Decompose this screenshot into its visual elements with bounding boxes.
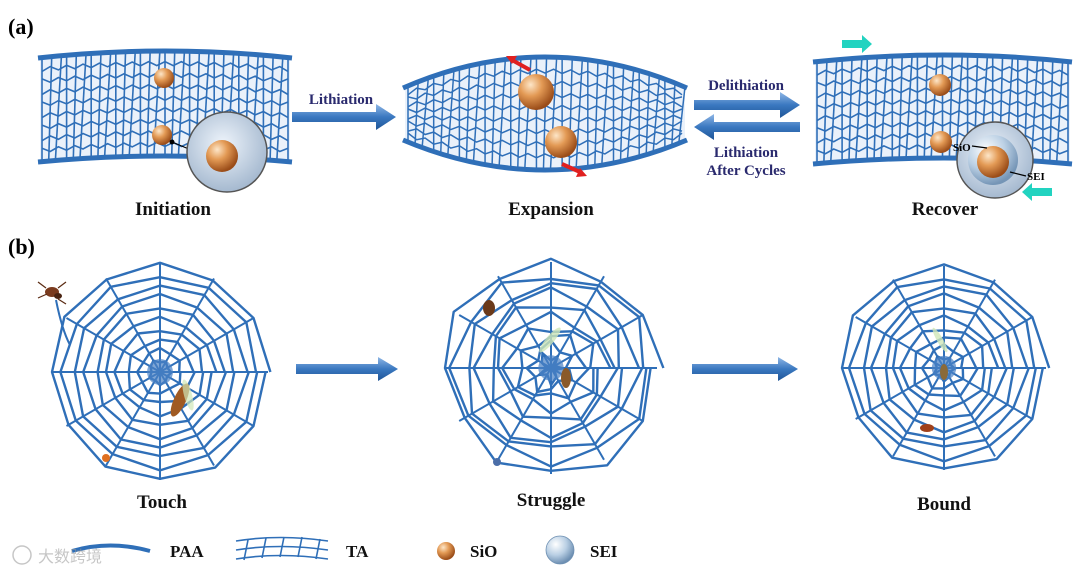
sio-particle-expanded [545, 126, 577, 158]
legend-label-paa: PAA [170, 542, 204, 561]
arrow-label-lithiation-after-cycles-2: After Cycles [706, 163, 785, 179]
lithiation-arrow [292, 104, 396, 130]
stage-label-touch: Touch [137, 492, 187, 513]
ladybug-icon [102, 454, 110, 462]
lithiation-after-cycles-arrow [694, 114, 800, 140]
spider-web-touch [50, 261, 272, 480]
insect-icon [170, 379, 194, 417]
arrow-label-lithiation-after-cycles-1: Lithiation [714, 145, 779, 161]
sio-particle [154, 68, 174, 88]
legend-label-sei: SEI [590, 542, 618, 561]
stage-label-struggle: Struggle [517, 490, 586, 511]
insect-icon [920, 327, 948, 432]
spider-web-struggle [443, 257, 665, 474]
sio-particle [152, 125, 172, 145]
stage-label-bound: Bound [917, 494, 971, 515]
legend-label-ta: TA [346, 542, 369, 561]
stage-label-expansion: Expansion [508, 199, 594, 220]
spider-web-bound [840, 263, 1051, 470]
insect-icon [483, 300, 571, 466]
sio-particle [930, 131, 952, 153]
panel-a-label: (a) [8, 14, 34, 39]
zoom-inset [169, 111, 268, 193]
legend-label-sio: SiO [470, 542, 497, 561]
legend-sei-swatch [545, 535, 575, 565]
expansion-network [402, 54, 688, 173]
spider-icon [37, 281, 71, 346]
delithiation-arrow [694, 92, 800, 118]
zoom-inset-sei [956, 121, 1034, 199]
legend-sio-swatch [437, 542, 455, 560]
legend-paa-swatch [71, 543, 151, 553]
inset-label-sei: SEI [1027, 171, 1045, 183]
watermark: 大数跨境 [12, 545, 102, 566]
stage-label-recover: Recover [912, 199, 979, 220]
strain-arrow [506, 56, 587, 177]
inset-label-sio: SiO [953, 142, 971, 154]
watermark-logo-icon [12, 545, 32, 565]
sio-particle [929, 74, 951, 96]
legend-ta-swatch [235, 536, 329, 561]
arrow-label-delithiation: Delithiation [708, 78, 784, 94]
watermark-text: 大数跨境 [38, 547, 102, 566]
arrow-label-lithiation: Lithiation [309, 92, 374, 108]
legend: PAA TA SiO SEI [71, 535, 618, 565]
slide-arrow [842, 35, 1052, 201]
process-arrow [692, 357, 798, 381]
initiation-network [37, 48, 293, 165]
process-arrow [296, 357, 398, 381]
sio-particle-expanded [518, 74, 554, 110]
panel-b-label: (b) [8, 234, 35, 259]
stage-label-initiation: Initiation [135, 199, 211, 220]
